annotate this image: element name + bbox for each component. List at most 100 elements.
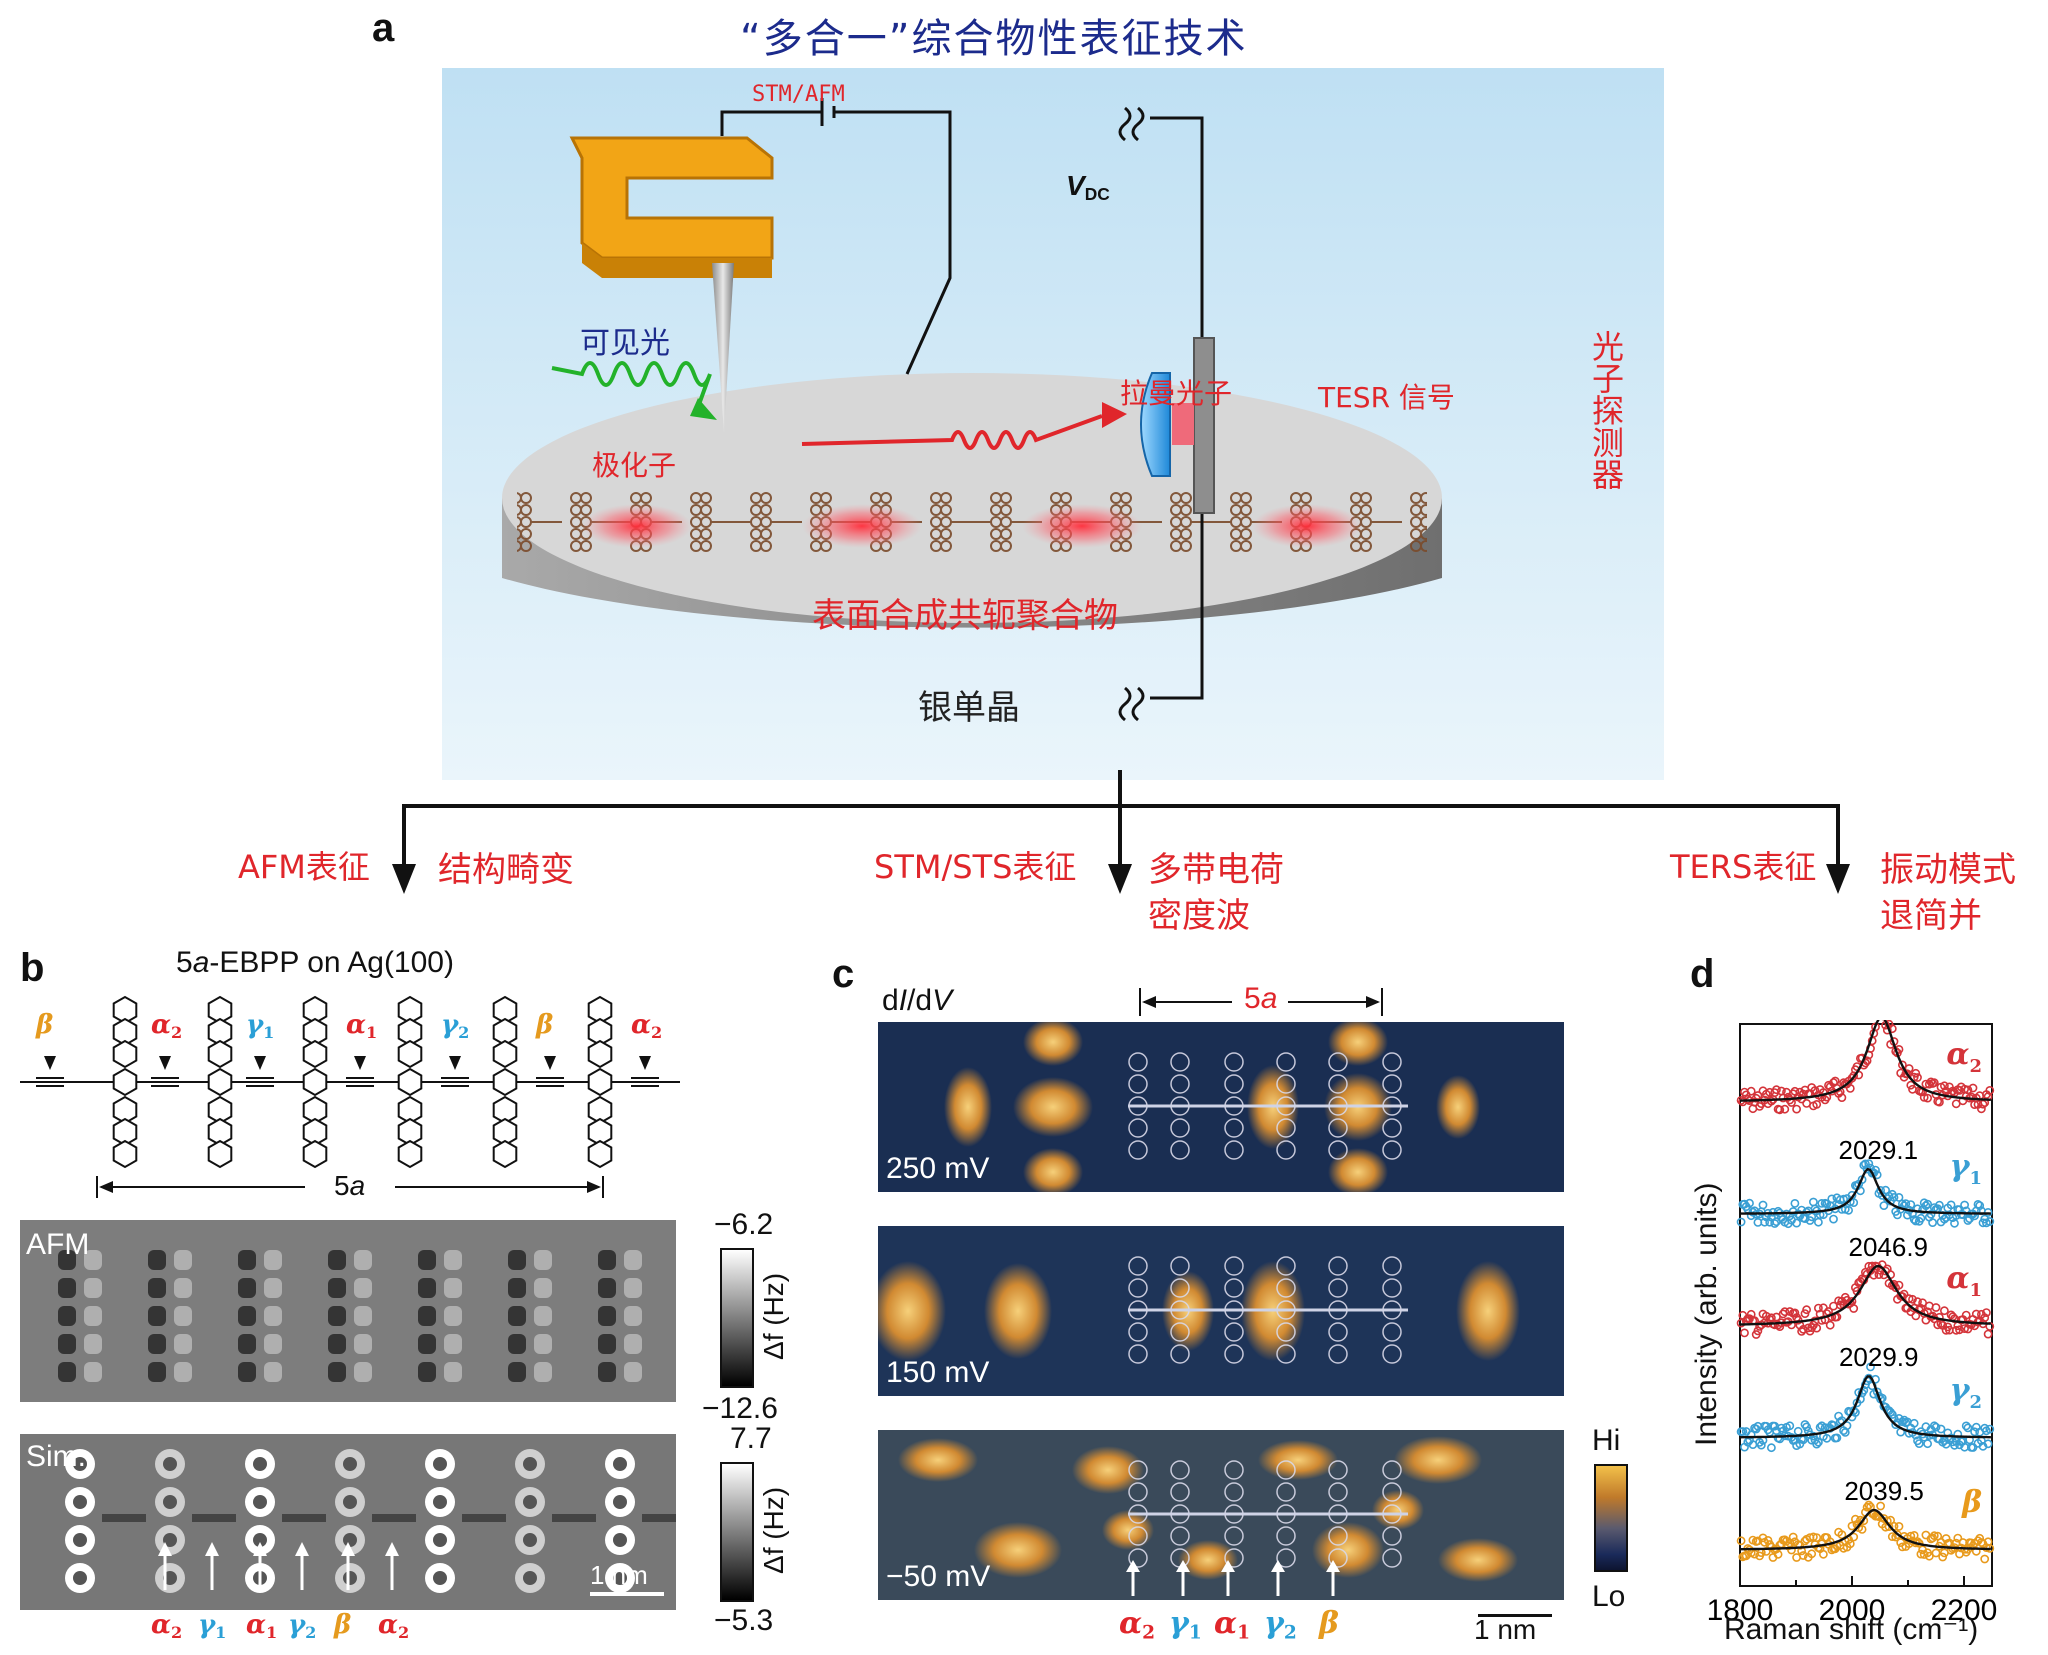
sim-arrow-head — [205, 1542, 219, 1556]
raman-point — [1775, 1105, 1785, 1115]
mode-label: γ2 — [288, 1610, 316, 1642]
mode-symbol: α — [378, 1610, 399, 1640]
ldos-feature — [1438, 1538, 1518, 1582]
ldos-feature — [1456, 1261, 1520, 1361]
raman-point — [1844, 1205, 1853, 1215]
sim-arrow-head — [295, 1542, 309, 1556]
panel-a-illustration — [442, 68, 1664, 780]
branch-ters-method: TERS表征 — [1670, 848, 1817, 886]
raman-point — [1887, 1532, 1897, 1541]
afm-feature — [148, 1278, 166, 1298]
ldos-feature — [974, 1522, 1062, 1578]
overlay-ring — [1328, 1256, 1348, 1276]
raman-point — [1897, 1199, 1907, 1209]
raman-point — [1955, 1325, 1964, 1335]
afm-feature — [508, 1334, 526, 1354]
raman-point — [1849, 1304, 1859, 1313]
afm-feature — [174, 1250, 192, 1270]
afm-feature — [418, 1334, 436, 1354]
panel-b-period-label: 5a — [334, 1170, 365, 1202]
raman-point — [1736, 1318, 1746, 1328]
raman-point — [1887, 1410, 1897, 1419]
raman-point — [1817, 1198, 1827, 1208]
mode-label: α2 — [1119, 1606, 1155, 1644]
mode-label: α2 — [151, 1010, 182, 1042]
afm-feature — [354, 1306, 372, 1326]
sim-image — [20, 1434, 676, 1610]
mode-symbol: γ — [1264, 1606, 1284, 1641]
ldos-feature — [1328, 1022, 1388, 1066]
overlay-ring — [1382, 1548, 1402, 1568]
raman-fit-line — [1739, 1375, 1991, 1439]
raman-point — [1904, 1294, 1914, 1304]
ldos-feature — [1013, 1077, 1093, 1137]
raman-point — [1953, 1429, 1963, 1439]
panel-b-period-num: 5 — [334, 1170, 350, 1201]
sim-feature — [192, 1514, 236, 1522]
overlay-ring — [1276, 1074, 1296, 1094]
raman-point — [1763, 1536, 1773, 1545]
overlay-ring — [1224, 1548, 1244, 1568]
raman-point — [1921, 1201, 1931, 1211]
sim-feature — [282, 1514, 326, 1522]
afm-colorbar-unit: Δf (Hz) — [758, 1272, 789, 1360]
afm-feature — [264, 1306, 282, 1326]
mode-symbol: β — [36, 1010, 54, 1040]
afm-feature — [328, 1306, 346, 1326]
raman-point — [1830, 1076, 1840, 1086]
substrate-label: 银单晶 — [918, 688, 1020, 728]
triple-bond-marker — [639, 1056, 651, 1070]
raman-fit-line — [1739, 1015, 1991, 1102]
overlay-ring — [1328, 1548, 1348, 1568]
triple-bond-marker — [544, 1056, 556, 1070]
mode-label: β — [334, 1610, 351, 1640]
overlay-ring — [1276, 1256, 1296, 1276]
overlay-ring — [1224, 1052, 1244, 1072]
overlay-ring — [1128, 1140, 1148, 1160]
raman-point — [1876, 1185, 1885, 1195]
afm-feature — [174, 1306, 192, 1326]
didv-d2: /d — [907, 984, 933, 1017]
afm-feature — [264, 1362, 282, 1382]
overlay-ring — [1224, 1322, 1244, 1342]
raman-point — [1931, 1303, 1941, 1312]
raman-point — [1897, 1060, 1907, 1070]
mode-subscript: 1 — [266, 1622, 278, 1642]
sim-arrow-head — [158, 1542, 172, 1556]
raman-point — [1951, 1325, 1961, 1335]
molecule-ring — [302, 1139, 328, 1169]
raman-point — [1968, 1443, 1978, 1452]
molecule-structure — [20, 990, 680, 1190]
overlay-ring — [1128, 1074, 1148, 1094]
afm-feature — [58, 1250, 76, 1270]
series-subscript: 2 — [1969, 1392, 1982, 1413]
branch-afm-result-1: 结构畸变 — [438, 850, 574, 890]
sim-feature — [253, 1533, 267, 1547]
branch-arrows — [390, 770, 1890, 900]
raman-point — [1906, 1200, 1916, 1209]
afm-feature — [534, 1278, 552, 1298]
raman-point — [1961, 1310, 1971, 1320]
overlay-ring — [1276, 1344, 1296, 1364]
raman-point — [1906, 1531, 1916, 1541]
overlay-ring — [1128, 1548, 1148, 1568]
raman-point — [1822, 1433, 1832, 1443]
raman-point — [1902, 1210, 1912, 1220]
panel-c-period-num: 5 — [1244, 982, 1261, 1015]
sim-arrows — [20, 1540, 676, 1600]
raman-point — [1772, 1085, 1781, 1095]
afm-feature — [418, 1278, 436, 1298]
branch-ters-result-1: 振动模式 — [1880, 850, 2016, 890]
sim-feature — [613, 1571, 627, 1585]
raman-point — [1790, 1308, 1800, 1318]
raman-point — [1758, 1533, 1768, 1543]
sim-feature — [163, 1533, 177, 1547]
detector-label: 光子探测器 — [1587, 330, 1625, 490]
raman-point — [1926, 1209, 1936, 1219]
didv-label: dI/dV — [882, 984, 952, 1018]
didv-d1: d — [882, 984, 899, 1017]
mode-subscript: 2 — [305, 1622, 317, 1642]
mode-symbol: γ — [441, 1010, 459, 1040]
raman-point — [1973, 1199, 1983, 1209]
